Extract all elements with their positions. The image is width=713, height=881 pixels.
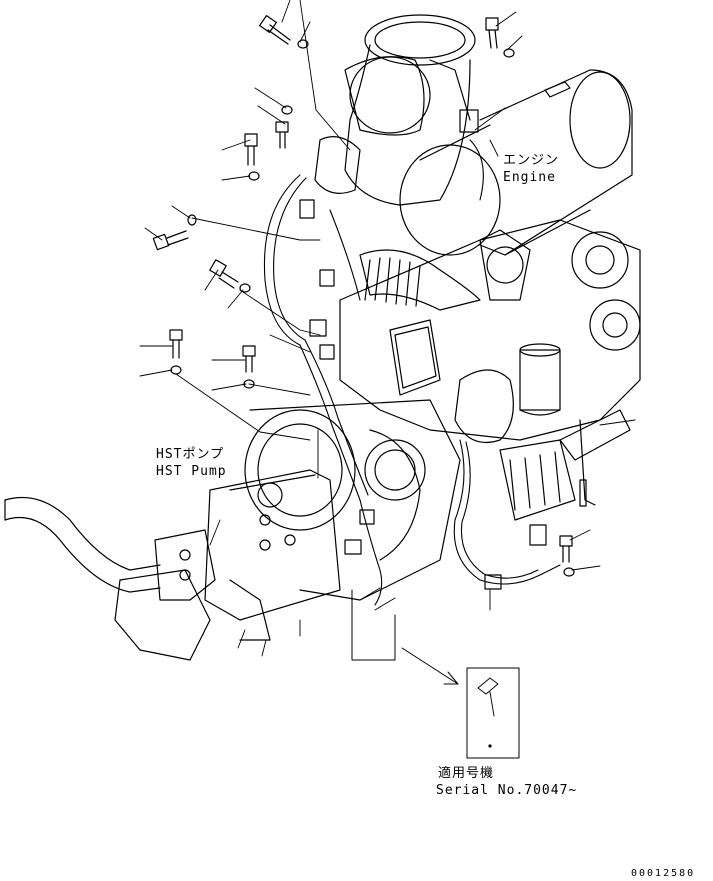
engine-block — [339, 219, 641, 521]
engine-label-ja: エンジン — [503, 153, 560, 168]
wiring-harness — [263, 139, 561, 606]
leader-lines — [139, 0, 636, 657]
engine-label-en: Engine — [503, 170, 556, 185]
detail-callout — [351, 589, 520, 759]
hst-pump — [114, 469, 341, 661]
hst-pump-label-ja: HSTポンプ — [156, 447, 225, 462]
flywheel-housing — [244, 399, 461, 601]
harness-connectors — [299, 109, 587, 590]
drawing-number: 00012580 — [631, 868, 696, 879]
bolts-and-washers — [152, 15, 575, 577]
serial-label-en: Serial No.70047~ — [436, 783, 578, 798]
serial-label-ja: 適用号機 — [438, 766, 495, 781]
muffler — [399, 69, 633, 256]
air-cleaner — [314, 14, 476, 206]
hst-pump-label-en: HST Pump — [156, 464, 227, 479]
hydraulic-hose — [4, 496, 161, 593]
